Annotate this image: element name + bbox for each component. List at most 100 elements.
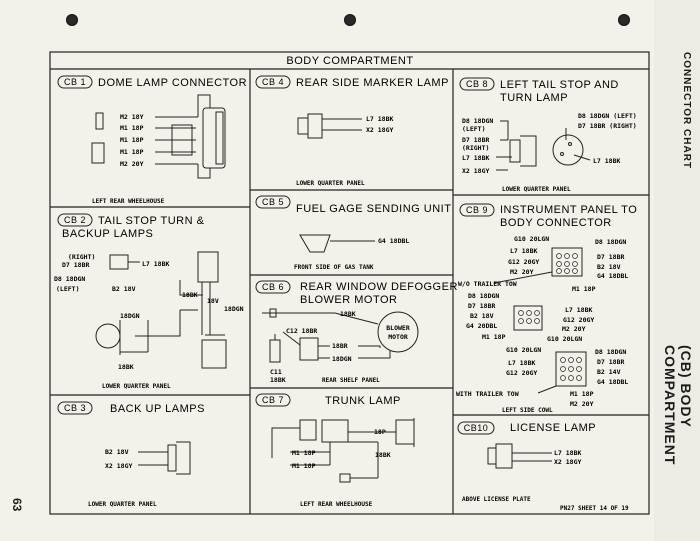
cb3-section: CB 3 BACK UP LAMPS B2 18V X2 18GY LOWER … (57, 401, 205, 508)
cb1-wire-5: M2 20Y (120, 160, 144, 168)
cb7-tag: CB 7 (262, 395, 284, 405)
cb1-wire-3: M1 18P (120, 136, 144, 144)
cb9-tag: CB 9 (466, 205, 488, 215)
cb7-wire-3: 18P (374, 428, 386, 436)
cb9-b-wire-6: L7 18BK (565, 306, 592, 314)
cb8-wire-3: L7 18BK (462, 154, 489, 162)
cb6-motor-label-1: BLOWER (386, 324, 410, 332)
cb6-section: CB 6 REAR WINDOW DEFOGGER BLOWER MOTOR 1… (255, 280, 457, 384)
cb8-right-3: L7 18BK (593, 157, 620, 165)
cb2-wire-d7: D7 18BR (62, 261, 89, 269)
cb8-wire-2: D7 18BR (462, 136, 489, 144)
page-number: 63 (10, 498, 24, 512)
cb8-section: CB 8 LEFT TAIL STOP AND TURN LAMP D8 18D… (459, 77, 637, 193)
cb8-wire-2-note: (RIGHT) (462, 144, 489, 152)
cb1-wire-4: M1 18P (120, 148, 144, 156)
cb9-a-wire-6: D7 18BR (597, 253, 624, 261)
cb8-wire-4: X2 18GY (462, 167, 489, 175)
cb9-b-wire-3: B2 18V (470, 312, 494, 320)
cb6-wire-3: 18BR (332, 342, 348, 350)
chart-frame (49, 51, 650, 515)
cb8-right-2: D7 18BR (RIGHT) (578, 122, 637, 130)
sidebar-chart-title: CONNECTOR CHART (681, 52, 692, 170)
cb1-title: DOME LAMP CONNECTOR (98, 77, 247, 89)
cb8-wire-1: D8 18DGN (462, 117, 493, 125)
cb9-b-wire-4: G4 20DBL (466, 322, 497, 330)
sheet-number: PN27 SHEET 14 OF 19 (560, 505, 629, 512)
cb7-wire-2: M1 18P (292, 462, 316, 470)
cb2-wire-d8: D8 18DGN (54, 275, 85, 283)
cb2-title-2: BACKUP LAMPS (62, 228, 153, 240)
cb2-tag: CB 2 (64, 215, 86, 225)
cb4-caption: LOWER QUARTER PANEL (296, 180, 365, 187)
cb9-c-wire-9: M1 18P (570, 390, 594, 398)
cb2-left-note: (LEFT) (56, 285, 79, 293)
cb9-a-wire-2: L7 18BK (510, 247, 537, 255)
cb8-caption: LOWER QUARTER PANEL (502, 186, 571, 193)
cb3-wire-2: X2 18GY (105, 462, 132, 470)
cb2-wire-dgn: 18DGN (224, 305, 244, 313)
cb1-caption: LEFT REAR WHEELHOUSE (92, 198, 165, 205)
cb9-c-wire-2: L7 18BK (508, 359, 535, 367)
cb6-wire-1: 18BK (340, 310, 356, 318)
cb4-tag: CB 4 (262, 77, 284, 87)
cb6-tag: CB 6 (262, 282, 284, 292)
side-tab (654, 0, 700, 541)
cb9-a-note: W/O TRAILER TOW (458, 280, 517, 288)
cb3-caption: LOWER QUARTER PANEL (88, 501, 157, 508)
binder-hole-right (618, 14, 630, 26)
cb9-c-wire-3: G12 20GY (506, 369, 537, 377)
cb4-wire-1: L7 18BK (366, 115, 393, 123)
cb1-section: CB 1 DOME LAMP CONNECTOR M2 18Y M1 18P M… (57, 75, 247, 205)
cb10-caption: ABOVE LICENSE PLATE (462, 496, 531, 503)
cb9-a-wire-1: G10 20LGN (514, 235, 549, 243)
cb9-title-1: INSTRUMENT PANEL TO (500, 204, 637, 216)
cb7-title: TRUNK LAMP (325, 395, 401, 407)
cb9-a-wire-7: B2 18V (597, 263, 621, 271)
cb1-wire-2: M1 18P (120, 124, 144, 132)
cb8-title-2: TURN LAMP (500, 92, 568, 104)
cb9-a-wire-10: M1 18P (572, 285, 596, 293)
binder-hole-left (66, 14, 78, 26)
cb2-section: CB 2 TAIL STOP TURN & BACKUP LAMPS (RIGH… (54, 213, 244, 390)
cb4-wire-2: X2 18GY (366, 126, 393, 134)
cb6-c11-wire: 18BK (270, 376, 286, 384)
cb2-wire-bk: 18BK (182, 291, 198, 299)
cb5-section: CB 5 FUEL GAGE SENDING UNIT G4 18DBL FRO… (255, 195, 451, 271)
cb9-b-wire-1: D8 18DGN (468, 292, 499, 300)
cb2-wire-l7: L7 18BK (142, 260, 169, 268)
cb2-title-1: TAIL STOP TURN & (98, 215, 205, 227)
cb9-b-wire-8: M2 20Y (562, 325, 586, 333)
cb9-a-wire-8: G4 18DBL (597, 272, 628, 280)
cb10-tag: CB10 (464, 423, 489, 433)
cb6-title-2: BLOWER MOTOR (300, 294, 397, 306)
cb2-wire-b2: B2 18V (112, 285, 136, 293)
cb8-right-1: D8 18DGN (LEFT) (578, 112, 637, 120)
cb9-b-wire-9: G10 20LGN (547, 335, 582, 343)
cb2-wire-v: 18V (207, 297, 219, 305)
cb10-wire-1: L7 18BK (554, 449, 581, 457)
cb6-motor-label-2: MOTOR (388, 333, 408, 341)
cb2-right-note: (RIGHT) (68, 253, 95, 261)
cb10-section: CB10 LICENSE LAMP L7 18BK X2 18GY ABOVE … (457, 421, 629, 512)
cb9-a-wire-3: G12 20GY (508, 258, 539, 266)
cb5-title: FUEL GAGE SENDING UNIT (296, 203, 451, 215)
cb3-title: BACK UP LAMPS (110, 403, 205, 415)
cb4-section: CB 4 REAR SIDE MARKER LAMP L7 18BK X2 18… (255, 75, 448, 187)
cb6-wire-2: C12 18BR (286, 327, 317, 335)
cb7-caption: LEFT REAR WHEELHOUSE (300, 501, 373, 508)
cb2-wire-dgn-2: 18DGN (120, 312, 140, 320)
cb9-caption: LEFT SIDE COWL (502, 407, 553, 414)
cb9-c-wire-6: B2 14V (597, 368, 621, 376)
cb2-caption: LOWER QUARTER PANEL (102, 383, 171, 390)
cb7-wire-4: 18BK (375, 451, 391, 459)
cb9-c-wire-4: D8 18DGN (595, 348, 626, 356)
cb9-c-wire-1: G10 20LGN (506, 346, 541, 354)
cb9-title-2: BODY CONNECTOR (500, 217, 612, 229)
page-title: BODY COMPARTMENT (286, 55, 413, 67)
cb8-title-1: LEFT TAIL STOP AND (500, 79, 619, 91)
cb9-a-wire-4: M2 20Y (510, 268, 534, 276)
cb9-b-wire-5: M1 18P (482, 333, 506, 341)
cb6-caption: REAR SHELF PANEL (322, 377, 380, 384)
